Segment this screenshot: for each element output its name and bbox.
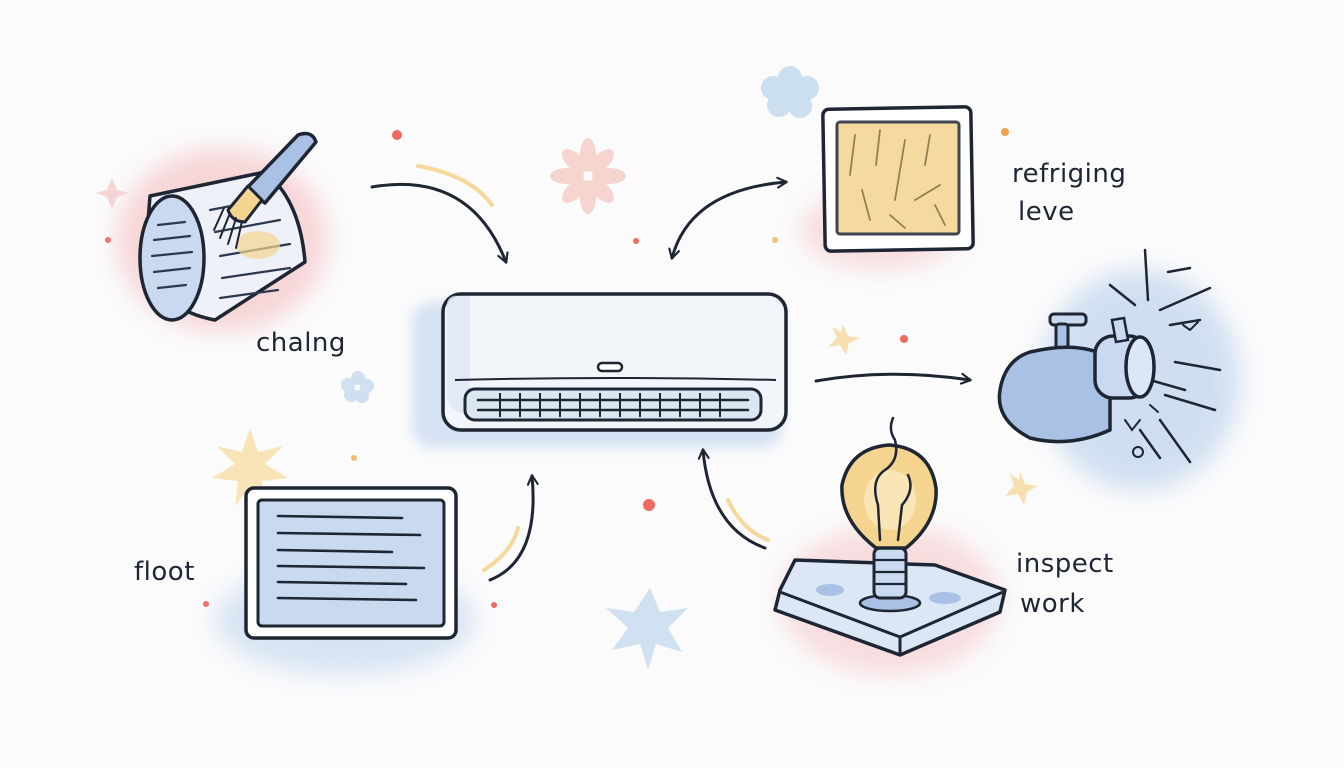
arrow-ac-panel xyxy=(668,176,788,260)
arrow-ac-to-compressor xyxy=(814,372,972,385)
air-conditioner-icon xyxy=(441,292,788,432)
label-refrigerant-line-1: refriging xyxy=(1012,159,1126,189)
arrow-screen-to-ac xyxy=(488,474,539,582)
decor-flower-blue-small xyxy=(341,371,374,403)
label-inspect-line-2: work xyxy=(1020,589,1085,619)
compressor-icon xyxy=(997,248,1222,464)
arrow-bulb-to-ac xyxy=(697,448,767,550)
label-refrigerant-line-2: leve xyxy=(1018,197,1075,227)
decor-dots xyxy=(105,128,1009,608)
decor-star-yellow xyxy=(212,428,288,506)
decor-flower-top xyxy=(761,66,819,118)
label-floor-unit: floot xyxy=(134,557,195,587)
decor-sparkle-left xyxy=(95,178,129,209)
label-inspect-line-1: inspect xyxy=(1016,549,1114,579)
filter-panel-icon xyxy=(821,105,975,253)
arrows xyxy=(370,176,972,582)
label-filter-cleaning: chalng xyxy=(256,328,346,358)
decor-flower-pink xyxy=(550,138,626,214)
screen-icon xyxy=(244,486,458,640)
decor-flower-bottom xyxy=(606,588,688,670)
arrow-highlights xyxy=(416,164,770,572)
arrow-filter-to-ac xyxy=(370,182,509,264)
decor-sparkle-right xyxy=(828,324,1038,505)
filter-brush-icon xyxy=(138,131,318,322)
bulb-icon xyxy=(773,416,1007,657)
